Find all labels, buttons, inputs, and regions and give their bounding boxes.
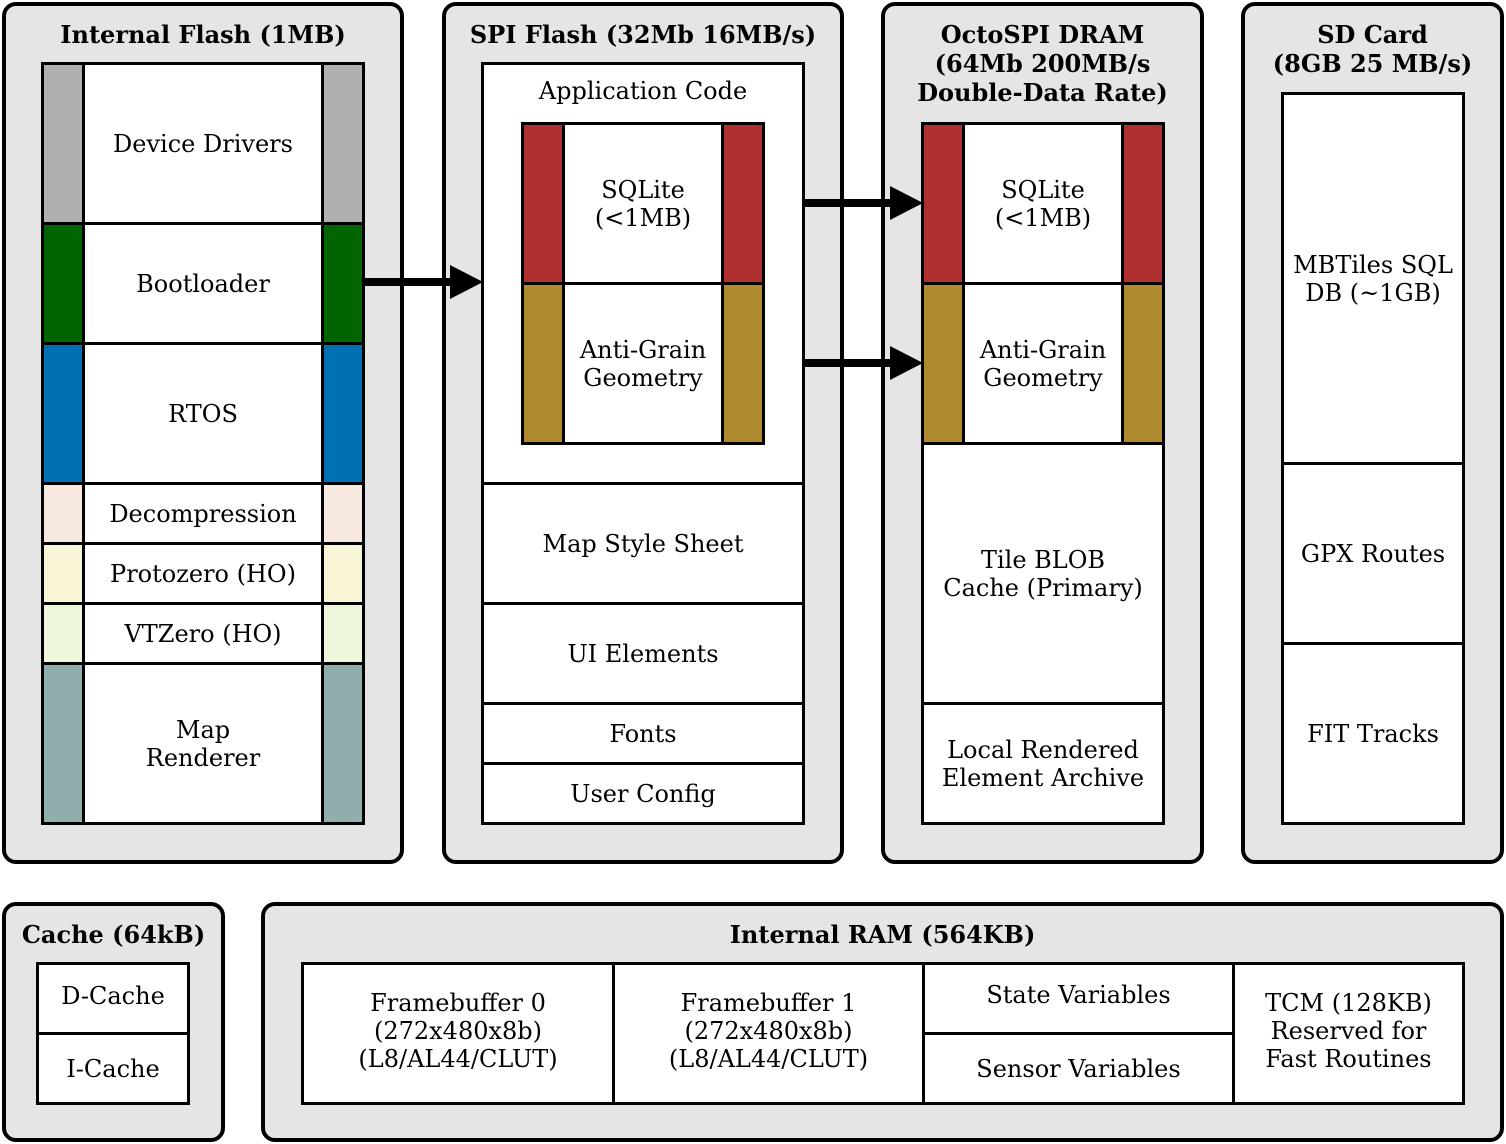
dram-sqlite-block: SQLite (<1MB) bbox=[962, 122, 1124, 285]
spi-sqlite-label-line-1: SQLite bbox=[601, 175, 685, 204]
tile-blob-cache-label-line-2: Cache (Primary) bbox=[943, 573, 1143, 602]
user-config-block: User Config bbox=[481, 762, 805, 825]
decompression-label: Decompression bbox=[109, 499, 297, 528]
arrow-bootloader-to-spi bbox=[364, 265, 483, 299]
device-drivers-stripe-right bbox=[321, 62, 365, 225]
dram-sqlite-label-line-2: (<1MB) bbox=[994, 203, 1092, 232]
i-cache-label: I-Cache bbox=[66, 1054, 160, 1083]
state-variables-label: State Variables bbox=[986, 980, 1171, 1009]
rtos-label: RTOS bbox=[168, 399, 238, 428]
octospi-dram-title-line-3: Double-Data Rate) bbox=[917, 78, 1168, 107]
user-config-label: User Config bbox=[570, 779, 716, 808]
framebuffer-0-line-1: Framebuffer 0 bbox=[370, 988, 546, 1017]
tile-blob-cache-block: Tile BLOB Cache (Primary) bbox=[921, 442, 1165, 705]
device-drivers-block: Device Drivers bbox=[82, 62, 324, 225]
map-renderer-label-line-2: Renderer bbox=[145, 743, 261, 772]
octospi-dram-title-line-2: (64Mb 200MB/s bbox=[934, 49, 1151, 78]
sd-card-title-line-1: SD Card bbox=[1317, 20, 1428, 49]
framebuffer-1-line-2: (272x480x8b) bbox=[684, 1016, 853, 1045]
dram-sqlite-stripe-left bbox=[921, 122, 965, 285]
ui-elements-label: UI Elements bbox=[567, 639, 719, 668]
gpx-routes-label: GPX Routes bbox=[1300, 539, 1446, 568]
spi-agg-label-line-2: Geometry bbox=[583, 363, 703, 392]
spi-flash-title: SPI Flash (32Mb 16MB/s) bbox=[469, 20, 817, 49]
dram-agg-stripe-right bbox=[1121, 282, 1165, 445]
cache-title: Cache (64kB) bbox=[21, 920, 206, 949]
fit-tracks-block: FIT Tracks bbox=[1281, 642, 1465, 825]
local-rendered-label-line-1: Local Rendered bbox=[947, 735, 1139, 764]
tcm-line-1: TCM (128KB) bbox=[1265, 988, 1432, 1017]
protozero-label: Protozero (HO) bbox=[110, 559, 296, 588]
spi-sqlite-label-line-2: (<1MB) bbox=[594, 203, 692, 232]
framebuffer-0-line-2: (272x480x8b) bbox=[373, 1016, 543, 1045]
sd-card-title-line-2: (8GB 25 MB/s) bbox=[1272, 49, 1473, 78]
dram-agg-label-line-2: Geometry bbox=[983, 363, 1103, 392]
state-variables-block: State Variables bbox=[922, 962, 1235, 1035]
octospi-dram-title-line-1: OctoSPI DRAM bbox=[940, 20, 1145, 49]
framebuffer-0-block: Framebuffer 0 (272x480x8b) (L8/AL44/CLUT… bbox=[301, 962, 615, 1105]
protozero-stripe-left bbox=[41, 542, 85, 605]
fonts-block: Fonts bbox=[481, 702, 805, 765]
fonts-label: Fonts bbox=[609, 719, 677, 748]
decompression-block: Decompression bbox=[82, 482, 324, 545]
i-cache-block: I-Cache bbox=[36, 1032, 190, 1105]
map-style-sheet-label: Map Style Sheet bbox=[542, 529, 744, 558]
arrow-spi-agg-to-dram bbox=[804, 346, 923, 380]
dram-agg-block: Anti-Grain Geometry bbox=[962, 282, 1124, 445]
tcm-line-3: Fast Routines bbox=[1265, 1044, 1432, 1073]
dram-agg-stripe-left bbox=[921, 282, 965, 445]
sd-card-title: SD Card (8GB 25 MB/s) bbox=[1245, 20, 1500, 78]
map-style-sheet-block: Map Style Sheet bbox=[481, 482, 805, 605]
device-drivers-label: Device Drivers bbox=[113, 129, 293, 158]
gpx-routes-block: GPX Routes bbox=[1281, 462, 1465, 645]
framebuffer-1-line-1: Framebuffer 1 bbox=[680, 988, 857, 1017]
tile-blob-cache-label-line-1: Tile BLOB bbox=[980, 545, 1106, 574]
fit-tracks-label: FIT Tracks bbox=[1307, 719, 1439, 748]
framebuffer-1-block: Framebuffer 1 (272x480x8b) (L8/AL44/CLUT… bbox=[612, 962, 925, 1105]
tcm-line-2: Reserved for bbox=[1270, 1016, 1427, 1045]
sensor-variables-block: Sensor Variables bbox=[922, 1032, 1235, 1105]
internal-ram-title: Internal RAM (564KB) bbox=[729, 920, 1036, 949]
bootloader-block: Bootloader bbox=[82, 222, 324, 345]
ui-elements-block: UI Elements bbox=[481, 602, 805, 705]
bootloader-label: Bootloader bbox=[136, 269, 270, 298]
dram-agg-label-line-1: Anti-Grain bbox=[979, 335, 1107, 364]
mbtiles-db-block: MBTiles SQL DB (~1GB) bbox=[1281, 92, 1465, 465]
spi-agg-label-line-1: Anti-Grain bbox=[579, 335, 707, 364]
d-cache-label: D-Cache bbox=[61, 981, 165, 1010]
spi-agg-stripe-left bbox=[521, 282, 565, 445]
framebuffer-0-line-3: (L8/AL44/CLUT) bbox=[358, 1044, 558, 1073]
arrow-spi-sqlite-to-dram bbox=[804, 186, 923, 220]
vtzero-block: VTZero (HO) bbox=[82, 602, 324, 665]
framebuffer-1-line-3: (L8/AL44/CLUT) bbox=[668, 1044, 869, 1073]
dram-sqlite-label-line-1: SQLite bbox=[1001, 175, 1085, 204]
sensor-variables-label: Sensor Variables bbox=[976, 1054, 1181, 1083]
vtzero-label: VTZero (HO) bbox=[124, 619, 282, 648]
local-rendered-element-archive-block: Local Rendered Element Archive bbox=[921, 702, 1165, 825]
map-renderer-label-line-1: Map bbox=[175, 715, 231, 744]
tcm-block: TCM (128KB) Reserved for Fast Routines bbox=[1232, 962, 1465, 1105]
spi-agg-block: Anti-Grain Geometry bbox=[562, 282, 724, 445]
mbtiles-label-line-2: DB (~1GB) bbox=[1305, 278, 1441, 307]
application-code-label: Application Code bbox=[538, 77, 748, 105]
map-renderer-block: Map Renderer bbox=[82, 662, 324, 825]
octospi-dram-title: OctoSPI DRAM (64Mb 200MB/s Double-Data R… bbox=[885, 20, 1200, 107]
local-rendered-label-line-2: Element Archive bbox=[941, 763, 1145, 792]
internal-flash-title: Internal Flash (1MB) bbox=[60, 20, 346, 49]
mbtiles-label-line-1: MBTiles SQL bbox=[1293, 250, 1453, 279]
bootloader-stripe-right bbox=[321, 222, 365, 345]
rtos-block: RTOS bbox=[82, 342, 324, 485]
